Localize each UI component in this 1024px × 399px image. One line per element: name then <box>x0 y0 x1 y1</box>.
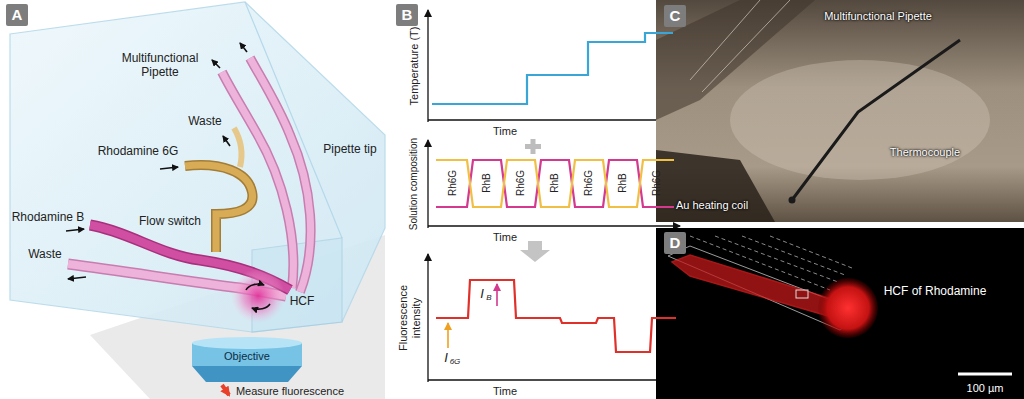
part-label: Flow switch <box>139 215 201 229</box>
thermocouple-wire <box>792 40 960 200</box>
hcf-spot <box>818 278 878 338</box>
photo-label: Multifunctional Pipette <box>824 10 932 23</box>
axis-label: Temperature (T) <box>408 27 421 106</box>
node-text: C <box>670 5 681 27</box>
segment-label: Rh6G <box>447 170 459 196</box>
photo-highlight <box>730 60 990 180</box>
objective-lens: Objective <box>192 336 302 384</box>
segment-label: Rh6G <box>583 170 595 196</box>
symbol-subscript: 6G <box>450 357 461 366</box>
flow-arrow <box>66 229 84 231</box>
panel-badge: D <box>664 232 686 254</box>
flow-arrow <box>68 277 86 279</box>
symbol-subscript: B <box>486 293 491 302</box>
fluorescence-trace <box>436 280 676 352</box>
x-axis <box>428 379 680 380</box>
symbol-label: I <box>444 351 448 366</box>
part-label: Waste <box>28 248 62 262</box>
roi-box <box>796 290 808 298</box>
panel-badge: B <box>396 4 418 26</box>
segment-label: Rh6G <box>651 170 663 196</box>
axis-label: Time <box>493 125 517 138</box>
objective-top <box>192 337 302 349</box>
plus-symbol <box>531 139 536 154</box>
pipette-photo <box>656 0 815 120</box>
fluorescence-background <box>656 228 1024 399</box>
node-text: B <box>402 4 413 26</box>
node-text: Objective <box>192 336 302 362</box>
rhodamine-6g-channel <box>185 165 253 252</box>
temperature-trace <box>432 33 673 104</box>
pipette-edge-photo <box>702 0 790 92</box>
part-label: HCF <box>290 295 315 309</box>
pipette-edge <box>245 2 342 238</box>
photo-background <box>656 0 1024 222</box>
photo-label: HCF of Rhodamine <box>884 285 987 299</box>
waste-channel <box>250 58 311 292</box>
part-label: Rhodamine 6G <box>98 145 179 159</box>
axis-label: Time <box>493 385 517 398</box>
panel-badge: C <box>664 5 686 27</box>
down-arrow <box>520 241 550 262</box>
axis-label: Solution composition <box>408 138 420 230</box>
emission-arrow <box>222 385 229 395</box>
rhb-trace <box>436 160 674 207</box>
part-label: Rhodamine B <box>12 211 85 225</box>
rhodamine-6g-waste <box>234 128 242 167</box>
hcf-glow <box>231 269 285 323</box>
scale-bar <box>958 373 1012 376</box>
rhodamine-6g-channel <box>185 165 253 252</box>
waste-channel <box>250 58 311 292</box>
rhodamine-channel <box>672 255 835 318</box>
segment-label: RhB <box>549 173 561 192</box>
flow-arrow <box>212 60 220 68</box>
pipette-body <box>10 2 385 332</box>
x-axis <box>428 119 680 120</box>
part-label: Multifunctional Pipette <box>110 52 210 80</box>
y-axis <box>427 140 428 228</box>
symbol-label: I <box>480 287 484 302</box>
segment-label: RhB <box>481 173 493 192</box>
rh6g-trace <box>436 160 674 207</box>
flow-arrow <box>223 136 230 146</box>
pipette-outline <box>770 236 852 268</box>
intensity-marker <box>496 284 498 306</box>
photo-label: Au heating coil <box>676 199 748 212</box>
part-label: Measure fluorescence <box>236 385 344 398</box>
segment-label: Rh6G <box>515 170 527 196</box>
y-axis <box>427 254 428 382</box>
part-label: Waste <box>188 115 222 129</box>
thermocouple-tip <box>789 197 796 204</box>
x-axis <box>428 225 680 226</box>
flow-arrow <box>160 167 178 169</box>
segment-label: RhB <box>617 173 629 192</box>
panel-badge: A <box>6 4 28 26</box>
flow-arrow <box>246 284 264 290</box>
node-text: A <box>12 4 23 26</box>
y-axis <box>427 10 428 122</box>
part-label: Pipette tip <box>323 143 376 157</box>
waste-channel <box>222 72 293 288</box>
axis-label: Time <box>493 231 517 244</box>
axis-label: Fluorescence intensity <box>397 278 422 358</box>
objective-nose <box>192 366 302 382</box>
scale-label: 100 µm <box>967 382 1004 395</box>
pipette-outline <box>742 236 845 275</box>
flow-arrow <box>252 304 270 309</box>
flow-arrow <box>240 43 247 52</box>
waste-channel <box>222 72 293 288</box>
photo-label: Thermocouple <box>890 146 960 159</box>
node-text: D <box>670 232 681 254</box>
intensity-marker <box>447 323 449 348</box>
